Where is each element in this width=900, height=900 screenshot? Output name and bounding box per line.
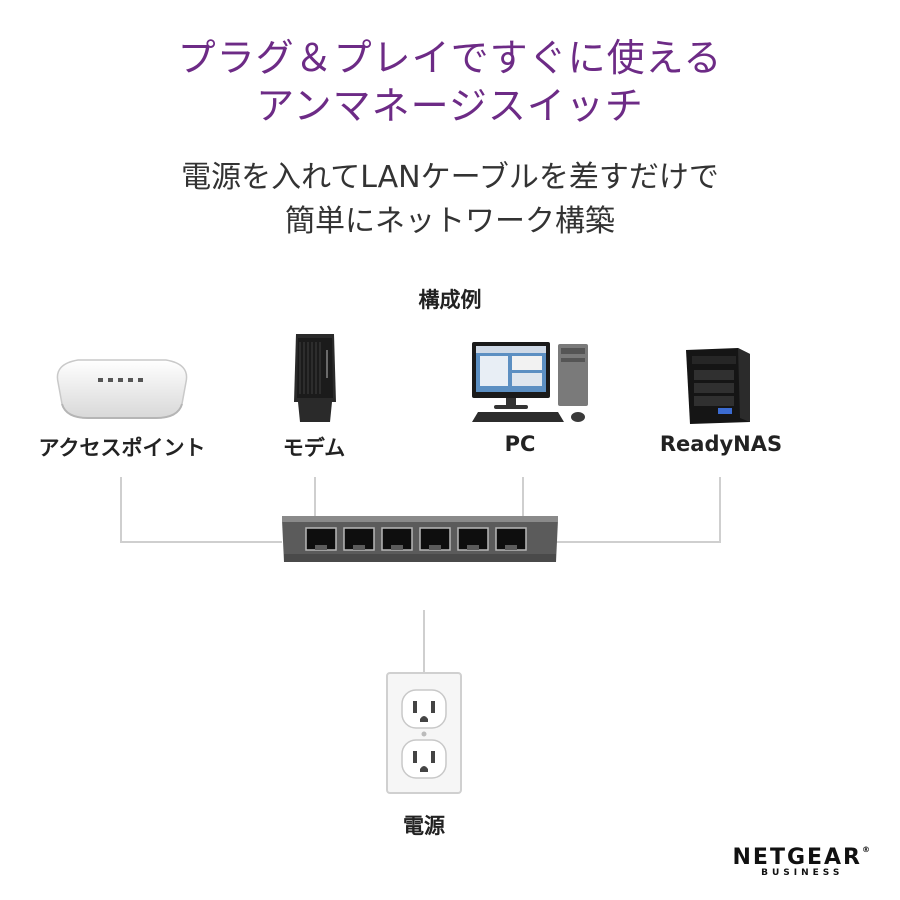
connector-nas-horizontal [556,541,721,543]
device-label-nas: ReadyNAS [659,432,783,456]
subheadline-line-1: 電源を入れてLANケーブルを差すだけで [181,160,719,195]
subheadline-line-2: 簡単にネットワーク構築 [285,204,615,239]
connector-access-point-vertical [120,477,122,543]
connector-pc [522,477,524,519]
switch-port-notch-5 [467,545,479,550]
diagram-title: 構成例 [418,288,482,312]
logo-tagline: BUSINESS [761,868,844,878]
headline-line-2: アンマネージスイッチ [256,84,644,128]
switch-ports [305,527,527,551]
network-switch-icon [282,516,558,562]
modem-icon [294,334,336,422]
logo-brand: NETGEAR [732,845,862,870]
netgear-logo: NETGEAR® BUSINESS [733,845,873,878]
switch-port-notch-1 [315,545,327,550]
logo-registered-mark: ® [862,845,872,854]
pc-icon [472,342,588,422]
switch-port-notch-2 [353,545,365,550]
power-label: 電源 [403,814,445,838]
connector-access-point-horizontal [120,541,282,543]
connector-nas-vertical [719,477,721,543]
switch-port-notch-6 [505,545,517,550]
connector-modem [314,477,316,519]
access-point-icon [56,359,188,419]
device-label-pc: PC [504,432,536,456]
connector-power [423,610,425,672]
nas-icon [686,348,750,424]
device-label-access-point: アクセスポイント [38,436,206,460]
switch-port-notch-3 [391,545,403,550]
device-label-modem: モデム [282,436,346,460]
headline-line-1: プラグ＆プレイですぐに使える [177,36,723,80]
switch-port-notch-4 [429,545,441,550]
power-outlet-icon [386,672,462,794]
